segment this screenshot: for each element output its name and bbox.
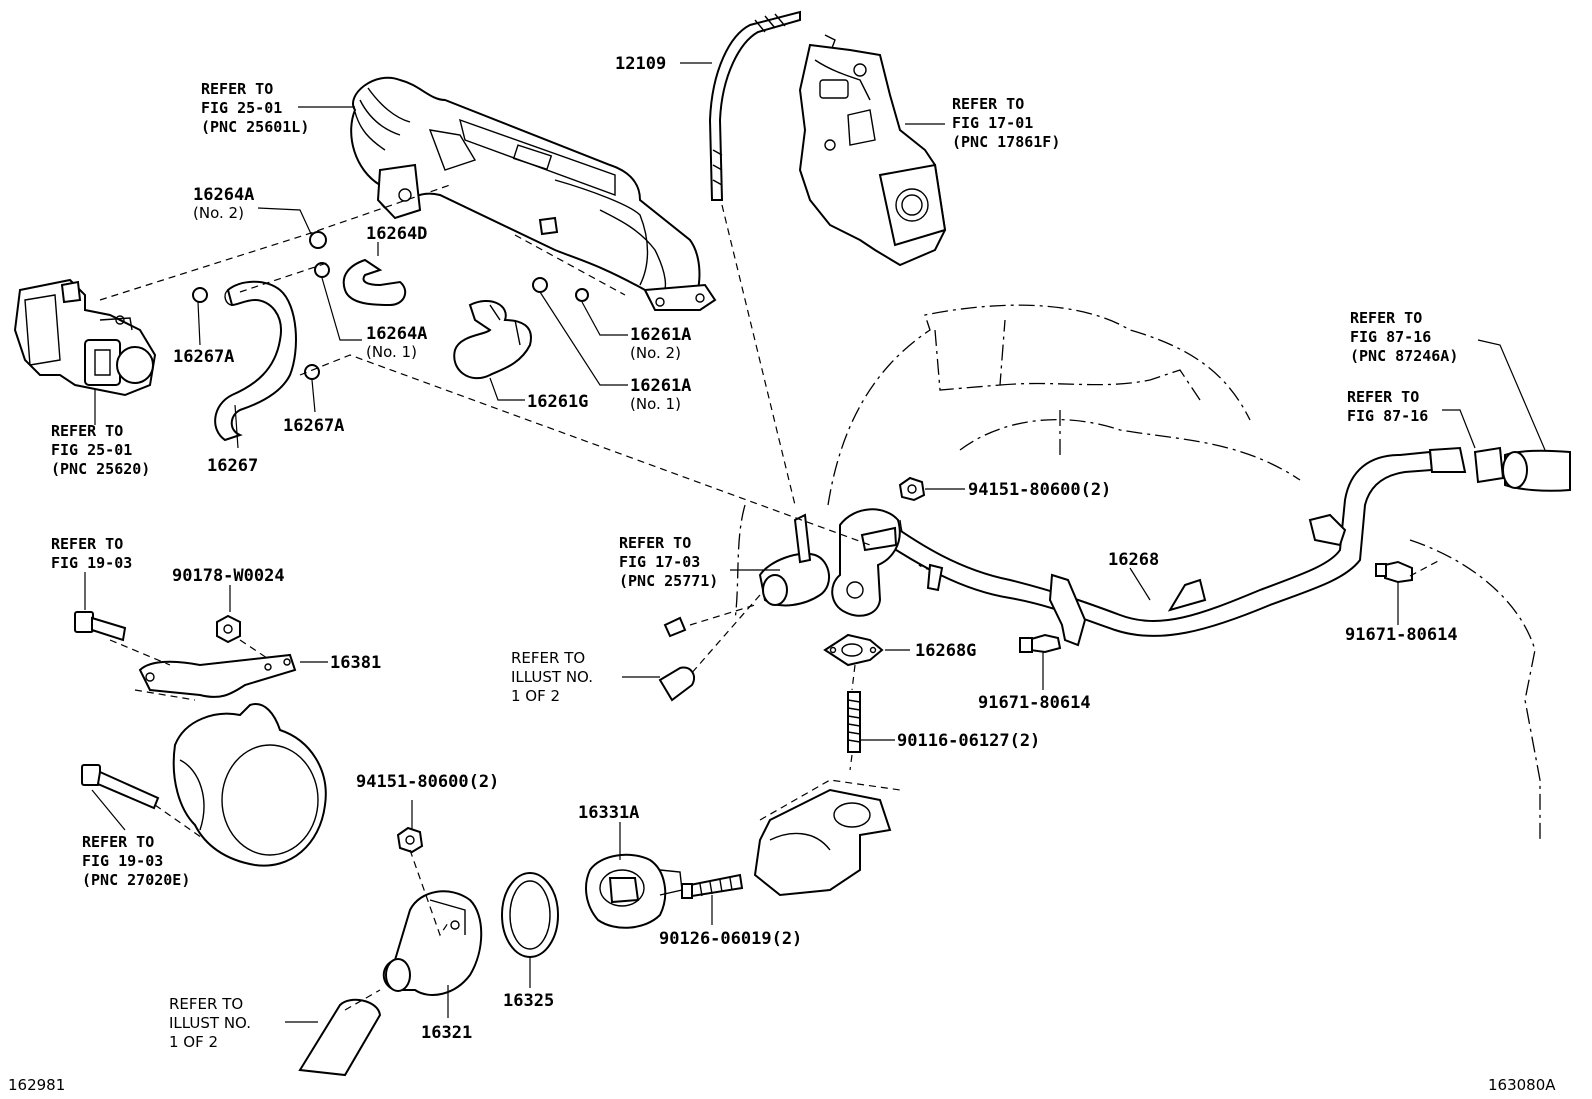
page-code-left: 162981 — [8, 1076, 65, 1094]
refer-fig-17-01: REFER TO FIG 17-01 (PNC 17861F) — [952, 95, 1060, 151]
label-16261a-no1-sub: (No. 1) — [630, 395, 681, 413]
label-16268g: 16268G — [915, 641, 976, 661]
clamp-icon — [192, 231, 589, 380]
pipe-16268 — [878, 446, 1467, 647]
bracket-16381 — [138, 653, 297, 698]
egr-cooler — [350, 76, 717, 311]
refer-fig-19-03-a: REFER TO FIG 19-03 — [51, 535, 132, 572]
label-90126: 90126-06019(2) — [659, 929, 802, 949]
refer-labels: REFER TO FIG 25-01 (PNC 25601L) REFER TO… — [51, 80, 1458, 1051]
water-inlet-16321 — [382, 890, 483, 996]
label-16267a-right: 16267A — [283, 416, 344, 436]
tube-12109 — [708, 10, 801, 201]
refer-illust-2: REFER TO ILLUST NO. 1 OF 2 — [169, 995, 256, 1051]
label-16267: 16267 — [207, 456, 258, 476]
radiator-hose — [1473, 446, 1571, 492]
bolt-left-lower — [81, 764, 160, 810]
label-90116: 90116-06127(2) — [897, 731, 1040, 751]
label-16264a-no2-sub: (No. 2) — [193, 204, 244, 222]
egr-valve — [13, 278, 157, 397]
page-code-right: 163080A — [1488, 1076, 1556, 1094]
stud-90116 — [847, 691, 861, 753]
label-16264a-no1: 16264A — [366, 324, 427, 344]
gasket-16325 — [501, 872, 559, 958]
label-16381: 16381 — [330, 653, 381, 673]
pipe-stub — [298, 616, 696, 1077]
hose-16264d — [342, 258, 407, 307]
label-16261g: 16261G — [527, 392, 588, 412]
nut-90178 — [216, 614, 241, 644]
assembly-lines — [99, 184, 1441, 1011]
leader-lines — [84, 62, 1546, 1023]
pump-housing — [172, 703, 327, 867]
throttle-body — [798, 34, 947, 267]
label-12109: 12109 — [615, 54, 666, 74]
label-94151-top: 94151-80600(2) — [968, 480, 1111, 500]
label-16331a: 16331A — [578, 803, 639, 823]
label-16321: 16321 — [421, 1023, 472, 1043]
label-16261a-no1: 16261A — [630, 376, 691, 396]
label-16264d: 16264D — [366, 224, 427, 244]
label-16268: 16268 — [1108, 550, 1159, 570]
label-16264a-no1-sub: (No. 1) — [366, 343, 417, 361]
hose-16261g — [453, 300, 532, 380]
label-91671-mid: 91671-80614 — [978, 693, 1091, 713]
nut-94151-top — [898, 476, 926, 502]
part-labels: 12109 16264A (No. 2) 16264D 16264A (No. … — [172, 54, 1458, 1043]
bolt-91671-right — [1375, 560, 1413, 584]
refer-fig-87-16-pnc-87246a: REFER TO FIG 87-16 (PNC 87246A) — [1350, 309, 1458, 365]
hose-16267 — [214, 280, 297, 442]
nut-94151-bottom — [396, 826, 424, 854]
refer-illust-1: REFER TO ILLUST NO. 1 OF 2 — [511, 649, 598, 705]
label-90178: 90178-W0024 — [172, 566, 285, 586]
refer-fig-17-03: REFER TO FIG 17-03 (PNC 25771) — [619, 534, 718, 590]
label-94151-bottom: 94151-80600(2) — [356, 772, 499, 792]
water-inlet-housing — [753, 779, 901, 897]
label-16261a-no2: 16261A — [630, 325, 691, 345]
refer-fig-25-01-pnc-25620: REFER TO FIG 25-01 (PNC 25620) — [51, 422, 150, 478]
label-16267a-left: 16267A — [173, 347, 234, 367]
label-16264a-no2: 16264A — [193, 185, 254, 205]
water-outlet — [758, 508, 901, 617]
thermostat-16331a — [585, 853, 683, 929]
refer-fig-87-16: REFER TO FIG 87-16 — [1347, 388, 1428, 425]
bolt-90126 — [681, 873, 744, 899]
label-16325: 16325 — [503, 991, 554, 1011]
label-91671-right: 91671-80614 — [1345, 625, 1458, 645]
refer-fig-19-03-pnc-27020e: REFER TO FIG 19-03 (PNC 27020E) — [82, 833, 190, 889]
label-16261a-no2-sub: (No. 2) — [630, 344, 681, 362]
gasket-16268g — [823, 633, 884, 667]
bolt-left-upper — [74, 611, 127, 642]
bolt-91671-mid — [1019, 633, 1062, 654]
refer-fig-25-01-pnc-25601l: REFER TO FIG 25-01 (PNC 25601L) — [201, 80, 309, 136]
